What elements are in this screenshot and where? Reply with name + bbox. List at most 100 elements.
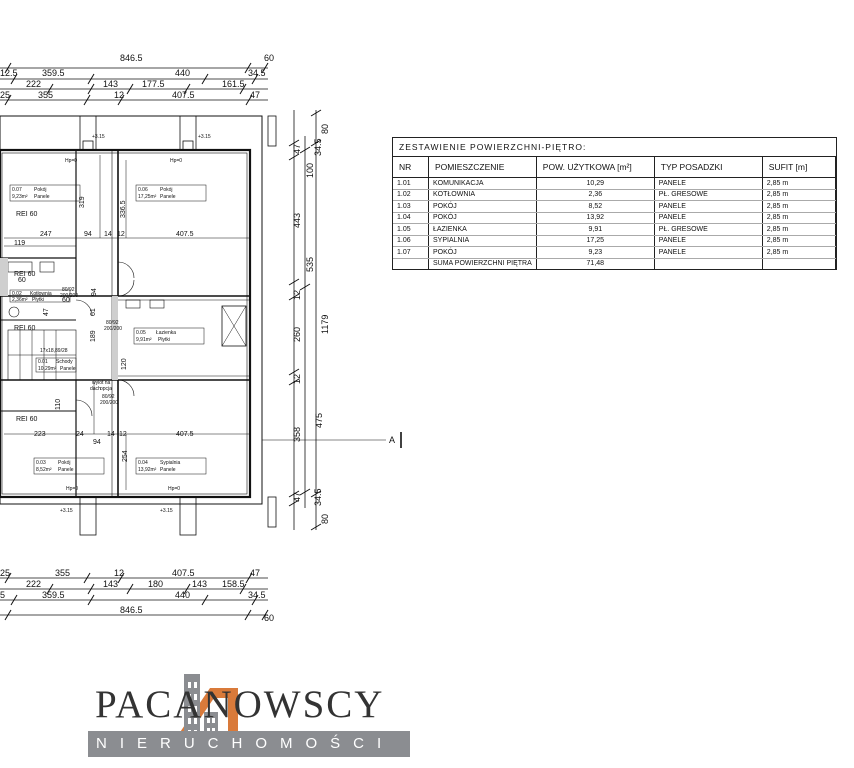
dim-right: 475 xyxy=(314,413,324,428)
schedule-cell: 1.06 xyxy=(393,235,429,247)
flue-note: dach xyxy=(90,386,101,392)
room-area: 9,23m² xyxy=(12,194,28,200)
inner-dim: 336.5 xyxy=(120,200,127,218)
area-schedule-table: ZESTAWIENIE POWIERZCHNI-PIĘTRO: NR POMIE… xyxy=(392,137,837,270)
schedule-cell: 13,92 xyxy=(536,212,655,224)
dim-top-total: 846.5 xyxy=(120,53,143,63)
fire-rating: REI 60 xyxy=(14,325,36,332)
dim-bottom: 143 xyxy=(103,579,118,589)
schedule-cell: KOTŁOWNIA xyxy=(428,189,537,201)
dim-right: 12 xyxy=(292,290,302,300)
dim-right: 12 xyxy=(292,374,302,384)
inner-dim: 14 xyxy=(107,431,115,438)
schedule-cell: 1.07 xyxy=(393,246,429,259)
inner-dim: 110 xyxy=(55,399,62,410)
schedule-cell: 9,91 xyxy=(536,223,655,236)
hp-mark: Hp=0 xyxy=(65,158,77,164)
room-number: 0.04 xyxy=(138,460,148,466)
dim-right: 443 xyxy=(292,213,302,228)
schedule-cell: 17,25 xyxy=(536,235,655,247)
schedule-cell: 1.03 xyxy=(393,200,429,213)
inner-dim: 407.5 xyxy=(176,231,194,238)
schedule-header: TYP POSADZKI xyxy=(654,157,763,178)
dim-bottom: 5 xyxy=(0,590,5,600)
room-area: 2,36m² xyxy=(12,297,28,303)
door-size: 80/92 xyxy=(102,394,115,400)
schedule-cell: PANELE xyxy=(654,212,763,224)
room-number: 0.07 xyxy=(12,187,22,193)
room-name: Schody xyxy=(56,359,73,365)
schedule-cell: PANELE xyxy=(654,246,763,259)
brand-subtitle: NIERUCHOMOŚCI xyxy=(88,731,410,757)
hp-mark: Hp=0 xyxy=(66,486,78,492)
sum-label: SUMA POWIERZCHNI PIĘTRA xyxy=(428,258,537,269)
door-size: 200/200 xyxy=(104,326,122,332)
schedule-cell: POKÓJ xyxy=(428,246,537,259)
fire-rating: REI 60 xyxy=(14,271,36,278)
dim-right: 80 xyxy=(320,124,330,134)
schedule-cell: POKÓJ xyxy=(428,212,537,224)
logo-building-shape xyxy=(184,674,200,748)
room-number: 0.05 xyxy=(136,330,146,336)
fire-rating: REI 60 xyxy=(16,416,38,423)
level-mark: +3.15 xyxy=(92,134,105,140)
level-mark: +3.15 xyxy=(198,134,211,140)
inner-dim: 189 xyxy=(90,330,97,342)
dim-bottom: 440 xyxy=(175,590,190,600)
stair-spec: 17x18,89/28 xyxy=(40,348,68,354)
schedule-cell: KOMUNIKACJA xyxy=(428,177,537,190)
schedule-cell: 1.04 xyxy=(393,212,429,224)
schedule-cell: 2,85 m xyxy=(762,223,837,236)
dim-bottom: 407.5 xyxy=(172,568,195,578)
room-floor: Płytki xyxy=(158,337,170,343)
dim-bottom-total: 846.5 xyxy=(120,605,143,615)
schedule-cell: 1.02 xyxy=(393,189,429,201)
room-area: 9,91m² xyxy=(136,337,152,343)
dim-bottom: 12 xyxy=(114,568,124,578)
schedule-cell: 8,52 xyxy=(536,200,655,213)
room-floor: Panele xyxy=(60,366,76,372)
room-area: 10,29m² xyxy=(38,366,57,372)
schedule-cell: PŁ. GRESOWE xyxy=(654,189,763,201)
inner-dim: 223 xyxy=(34,431,46,438)
inner-dim: 94 xyxy=(91,288,98,296)
dim-bottom: 359.5 xyxy=(42,590,65,600)
room-number: 0.01 xyxy=(38,359,48,365)
inner-dim: 319 xyxy=(79,196,86,208)
dim-right: 535 xyxy=(305,257,315,272)
dim-bottom: 180 xyxy=(148,579,163,589)
schedule-cell: SYPIALNIA xyxy=(428,235,537,247)
dim-right: 260 xyxy=(292,327,302,342)
dim-top: 47 xyxy=(250,90,260,100)
schedule-cell: 1.05 xyxy=(393,223,429,236)
schedule-title: ZESTAWIENIE POWIERZCHNI-PIĘTRO: xyxy=(393,138,836,157)
schedule-cell: PANELE xyxy=(654,200,763,213)
room-floor: Panele xyxy=(58,467,74,473)
schedule-header: POW. UŻYTKOWA [m²] xyxy=(536,157,655,178)
fire-rating: REI 60 xyxy=(16,211,38,218)
dim-bottom: 143 xyxy=(192,579,207,589)
sum-value: 71,48 xyxy=(536,258,655,269)
dim-top: 12.5 xyxy=(0,68,18,78)
inner-dim: 247 xyxy=(40,231,52,238)
dim-top: 440 xyxy=(175,68,190,78)
dim-right: 80 xyxy=(320,514,330,524)
room-area: 17,25m² xyxy=(138,194,157,200)
schedule-header: POMIESZCZENIE xyxy=(428,157,537,178)
dim-right: 358 xyxy=(292,427,302,442)
dim-bottom: 158.5 xyxy=(222,579,245,589)
inner-dim: 61 xyxy=(90,308,97,316)
flue-note: wylot na xyxy=(92,380,111,386)
inner-dim: 60 xyxy=(62,297,70,304)
dim-right: 34.5 xyxy=(313,488,323,506)
schedule-cell: 2,85 m xyxy=(762,177,837,190)
dim-top: 12 xyxy=(114,90,124,100)
floor-plan-drawing: 846.5 60 12.5 359.5 440 34.5 222 143 177… xyxy=(0,53,402,623)
schedule-cell: ŁAZIENKA xyxy=(428,223,537,236)
dim-right: 34.5 xyxy=(313,138,323,156)
dim-right: 47 xyxy=(292,144,302,154)
